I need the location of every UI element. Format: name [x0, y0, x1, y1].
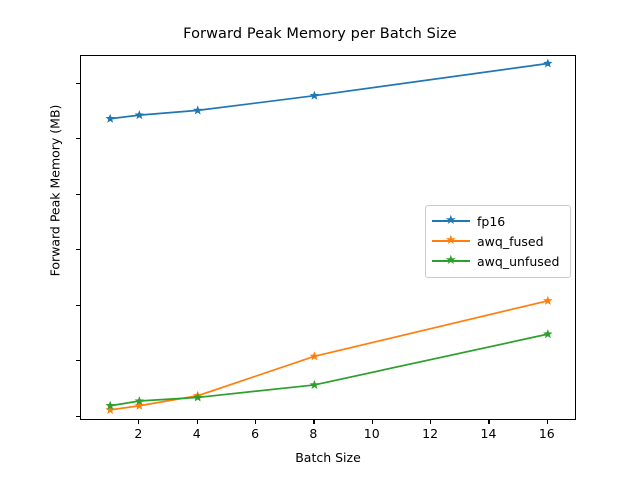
x-tick-mark	[430, 420, 432, 424]
y-axis-label: Forward Peak Memory (MB)	[47, 104, 63, 277]
legend-item-2[interactable]: ★ awq_unfused	[432, 251, 564, 271]
y-tick-mark	[76, 193, 80, 195]
legend-item-0[interactable]: ★ fp16	[432, 211, 564, 231]
plot-series-svg	[105, 58, 553, 414]
legend-swatch-0: ★	[432, 214, 470, 228]
data-point-marker	[105, 404, 115, 414]
legend-label-0: fp16	[477, 213, 506, 229]
chart-legend[interactable]: ★ fp16 ★ awq_fused ★ awq_unfused	[425, 205, 571, 278]
x-tick-label: 12	[422, 426, 439, 441]
x-tick-mark	[488, 420, 490, 424]
x-tick-mark	[546, 420, 548, 424]
y-tick-mark	[76, 415, 80, 417]
x-tick-mark	[371, 420, 373, 424]
legend-line-0	[432, 220, 470, 222]
data-point-marker	[192, 105, 203, 115]
x-tick-mark	[138, 420, 140, 424]
x-tick-label: 16	[538, 426, 555, 441]
x-tick-mark	[255, 420, 257, 424]
x-tick-mark	[313, 420, 315, 424]
y-tick-mark	[76, 360, 80, 362]
data-point-marker	[309, 379, 320, 389]
data-point-marker	[309, 90, 320, 100]
legend-label-2: awq_unfused	[477, 253, 560, 269]
legend-swatch-2: ★	[432, 254, 470, 268]
series-awq_unfused	[105, 329, 553, 410]
star-marker-icon: ★	[445, 213, 457, 228]
data-point-marker	[134, 396, 145, 406]
legend-swatch-1: ★	[432, 234, 470, 248]
data-point-marker	[134, 110, 145, 120]
data-point-marker	[105, 400, 115, 410]
legend-label-1: awq_fused	[477, 233, 544, 249]
x-tick-label: 10	[363, 426, 380, 441]
x-tick-label: 4	[192, 426, 201, 441]
star-marker-icon: ★	[445, 253, 457, 268]
series-line-awq_unfused	[110, 333, 549, 407]
x-tick-label: 14	[480, 426, 497, 441]
x-axis-label: Batch Size	[295, 450, 361, 465]
y-tick-mark	[76, 304, 80, 306]
series-awq_fused	[105, 295, 553, 414]
star-marker-icon: ★	[445, 233, 457, 248]
data-point-marker	[543, 58, 553, 68]
x-tick-mark	[196, 420, 198, 424]
data-point-marker	[543, 295, 553, 305]
data-point-marker	[105, 113, 115, 123]
data-point-marker	[134, 400, 145, 410]
x-tick-label: 8	[309, 426, 318, 441]
x-tick-label: 6	[251, 426, 260, 441]
legend-line-2	[432, 260, 470, 262]
series-line-awq_fused	[110, 299, 549, 411]
x-tick-label: 2	[134, 426, 143, 441]
chart-title: Forward Peak Memory per Batch Size	[183, 26, 457, 42]
data-point-marker	[192, 392, 203, 402]
legend-line-1	[432, 240, 470, 242]
series-fp16	[105, 58, 553, 123]
y-tick-mark	[76, 138, 80, 140]
y-tick-mark	[76, 82, 80, 84]
legend-item-1[interactable]: ★ awq_fused	[432, 231, 564, 251]
series-line-fp16	[110, 62, 548, 120]
data-point-marker	[309, 351, 320, 361]
data-point-marker	[543, 329, 553, 339]
y-tick-mark	[76, 249, 80, 251]
